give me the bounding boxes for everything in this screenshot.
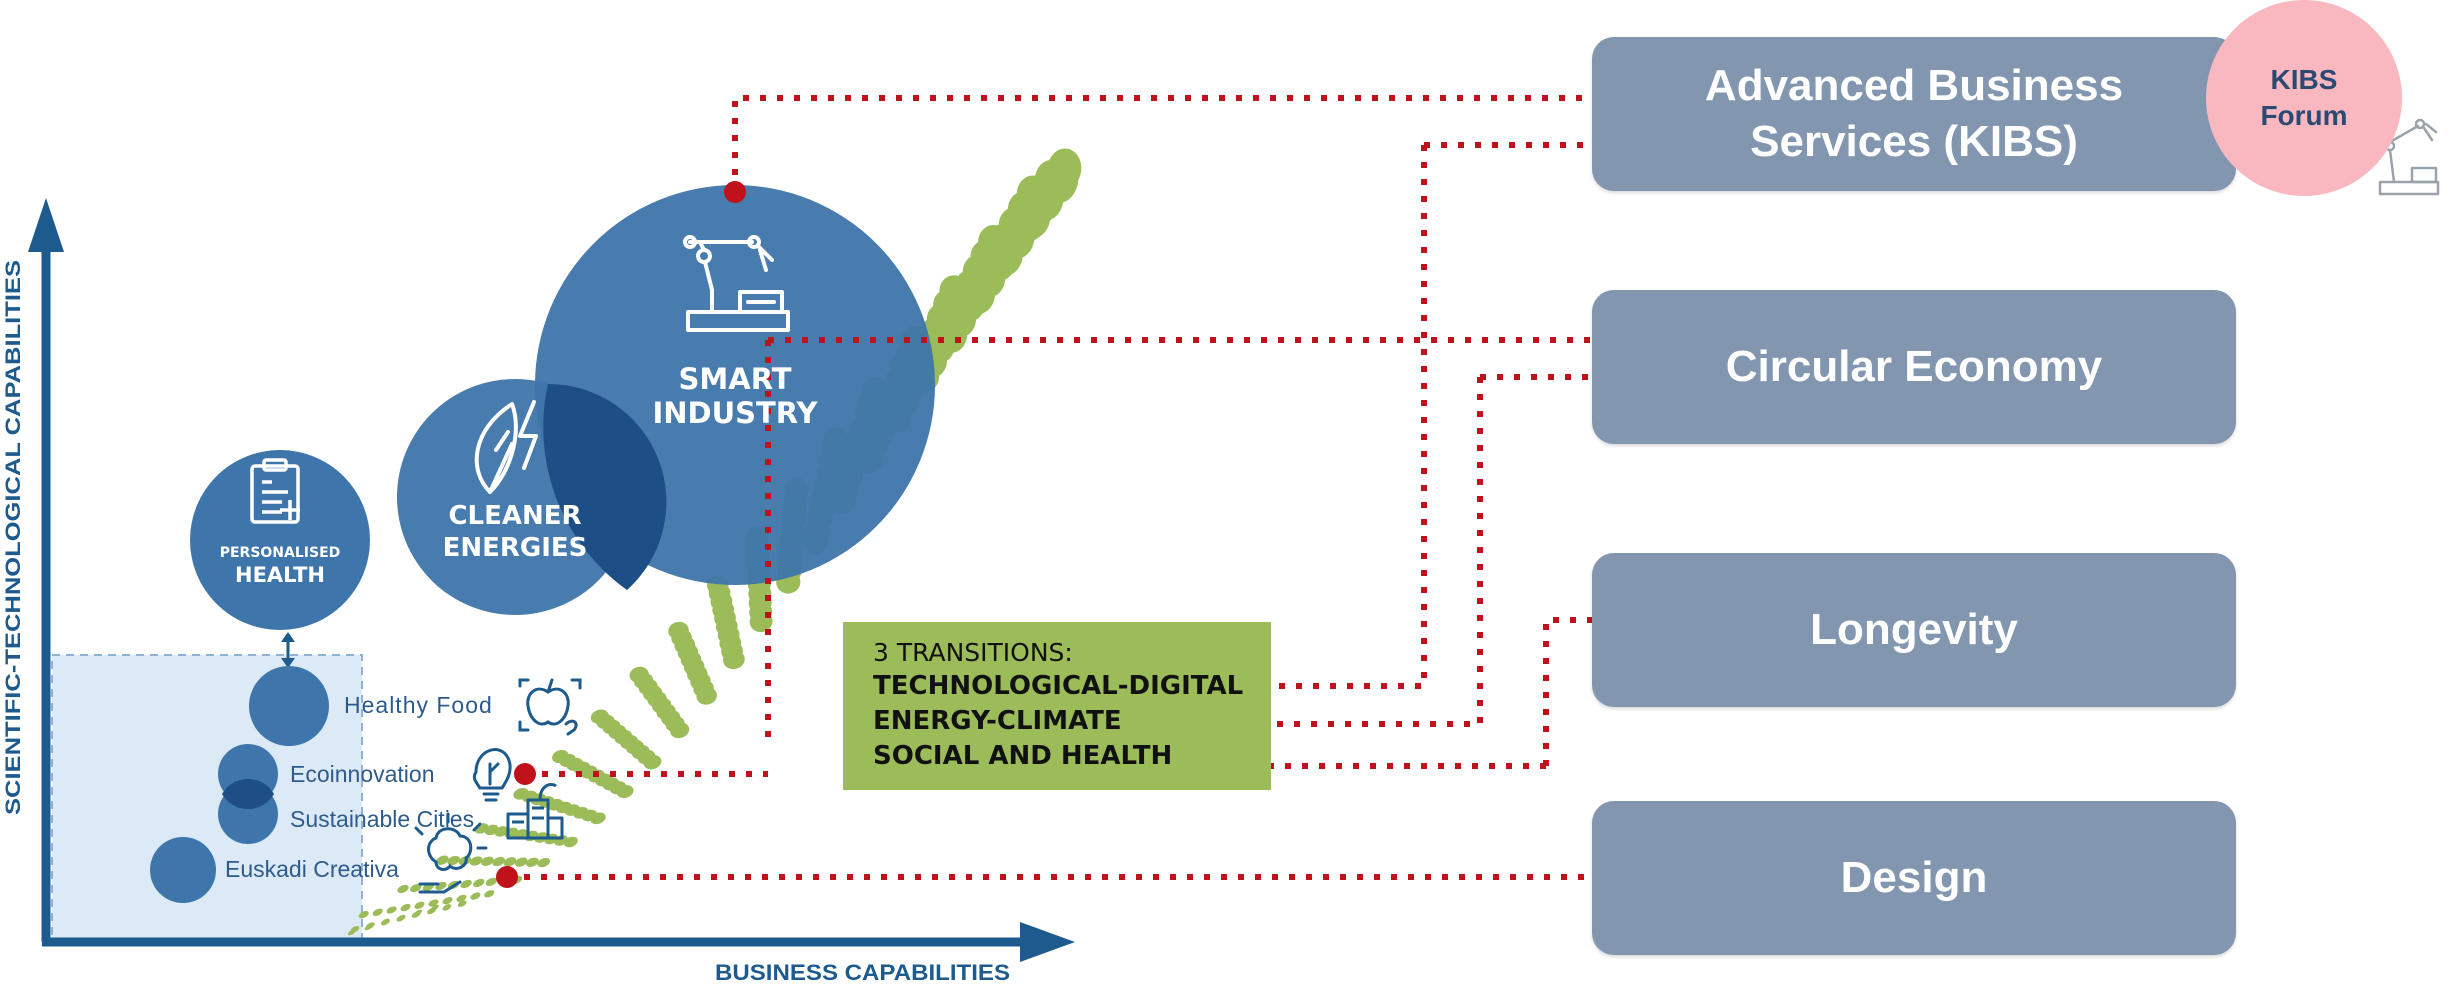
green-dot bbox=[397, 884, 409, 894]
green-dot bbox=[365, 922, 375, 929]
kibs-box[interactable]: Advanced Business Services (KIBS) bbox=[1592, 37, 2236, 191]
transitions-title: 3 TRANSITIONS: bbox=[873, 638, 1073, 667]
green-dot bbox=[484, 890, 495, 898]
green-dot bbox=[442, 897, 453, 905]
red-dot bbox=[514, 763, 536, 785]
green-dot bbox=[410, 883, 422, 893]
connector-line bbox=[1258, 145, 1427, 689]
green-dot bbox=[1041, 156, 1079, 204]
green-dot bbox=[457, 900, 467, 907]
smart-industry-label: SMART INDUSTRY bbox=[625, 362, 845, 430]
design-label: Design bbox=[1840, 853, 1988, 902]
connector-line bbox=[1258, 377, 1483, 727]
red-dotted-connectors bbox=[507, 95, 1636, 880]
green-dot bbox=[428, 899, 439, 907]
green-dot bbox=[552, 749, 569, 764]
green-dot bbox=[350, 925, 360, 933]
circular-economy-box[interactable]: Circular Economy bbox=[1592, 290, 2236, 444]
green-dot bbox=[411, 911, 421, 918]
kibs-forum-badge[interactable]: KIBS Forum bbox=[2206, 0, 2402, 196]
cleaner-energies-label: CLEANER ENERGIES bbox=[405, 500, 625, 564]
green-dot bbox=[503, 857, 517, 867]
green-dot bbox=[470, 892, 481, 900]
smart-industry-line-1: SMART bbox=[678, 362, 792, 396]
health-connector-arrow-down bbox=[281, 658, 295, 668]
green-dot bbox=[460, 879, 472, 889]
green-dot bbox=[668, 621, 689, 640]
euskadi-creativa-label: Euskadi Creativa bbox=[225, 856, 399, 882]
green-dot bbox=[514, 857, 528, 867]
circular-economy-label: Circular Economy bbox=[1725, 342, 2103, 391]
transition-energy-climate: ENERGY-CLIMATE bbox=[873, 706, 1122, 736]
city-buildings-icon bbox=[506, 783, 564, 840]
longevity-box[interactable]: Longevity bbox=[1592, 553, 2236, 707]
health-connector-arrow-up bbox=[281, 632, 295, 642]
kibs-forum-line-1: KIBS bbox=[2270, 64, 2338, 95]
transition-social-health: SOCIAL AND HEALTH bbox=[873, 741, 1173, 771]
green-dot bbox=[485, 877, 497, 887]
green-dot bbox=[629, 666, 649, 683]
green-dot bbox=[372, 908, 383, 916]
small-overlap bbox=[222, 778, 274, 810]
green-dot bbox=[469, 856, 483, 866]
green-dot bbox=[381, 918, 391, 926]
cleaner-energies-line-2: ENERGIES bbox=[442, 533, 588, 563]
lightbulb-leaf-icon bbox=[472, 748, 512, 802]
y-axis-arrow bbox=[28, 198, 64, 252]
green-dot bbox=[396, 915, 406, 922]
green-dot bbox=[456, 894, 467, 903]
sustainable-cities-label: Sustainable Cities bbox=[290, 806, 475, 832]
green-dot bbox=[473, 878, 485, 888]
healthy-food-label: Healthy Food bbox=[344, 692, 493, 718]
kibs-forum-line-2: Forum bbox=[2260, 100, 2348, 131]
green-dot bbox=[427, 907, 436, 915]
green-dot bbox=[492, 856, 505, 867]
green-dot bbox=[414, 901, 425, 909]
cleaner-energies-line-1: CLEANER bbox=[448, 501, 582, 531]
red-dot bbox=[724, 181, 746, 203]
green-dot bbox=[537, 857, 550, 868]
leaf-lightning-icon bbox=[474, 400, 538, 494]
green-dot bbox=[400, 903, 411, 912]
euskadi-creativa-circle bbox=[150, 837, 216, 903]
personalised-health-circle bbox=[190, 450, 370, 630]
smart-industry-line-2: INDUSTRY bbox=[652, 396, 818, 430]
transitions-box: 3 TRANSITIONS: TECHNOLOGICAL-DIGITAL ENE… bbox=[843, 622, 1271, 790]
x-axis-arrow bbox=[1020, 922, 1075, 962]
green-dot bbox=[358, 910, 369, 919]
green-dot bbox=[526, 857, 539, 867]
y-axis-label: SCIENTIFIC-TECHNOLOGICAL CAPABILITIES bbox=[2, 260, 25, 815]
personalised-health-line-1: PERSONALISED bbox=[219, 545, 341, 561]
green-dot bbox=[481, 856, 494, 866]
green-dot bbox=[590, 709, 609, 724]
personalised-health-label: PERSONALISED HEALTH bbox=[190, 542, 370, 586]
apple-icon bbox=[518, 678, 582, 736]
green-dot bbox=[442, 904, 452, 911]
robot-arm-icon bbox=[683, 235, 790, 332]
kibs-line-1: Advanced Business bbox=[1704, 61, 2124, 110]
creative-brain-icon bbox=[414, 812, 488, 894]
green-dot bbox=[386, 906, 397, 914]
design-box[interactable]: Design bbox=[1592, 801, 2236, 955]
medical-clipboard-icon bbox=[250, 458, 300, 524]
longevity-label: Longevity bbox=[1810, 605, 2018, 654]
connector-line bbox=[732, 95, 1636, 192]
personalised-health-line-2: HEALTH bbox=[235, 563, 325, 587]
green-dot bbox=[447, 855, 460, 866]
green-dot bbox=[436, 855, 449, 865]
transition-technological-digital: TECHNOLOGICAL-DIGITAL bbox=[873, 671, 1244, 701]
ecoinnovation-label: Ecoinnovation bbox=[290, 761, 435, 787]
red-dot bbox=[496, 866, 518, 888]
healthy-food-circle bbox=[249, 666, 329, 746]
kibs-line-2: Services (KIBS) bbox=[1750, 117, 2078, 166]
x-axis-label: BUSINESS CAPABILITIES bbox=[715, 960, 1010, 985]
circle-overlap bbox=[543, 383, 667, 590]
green-dot bbox=[513, 787, 529, 800]
